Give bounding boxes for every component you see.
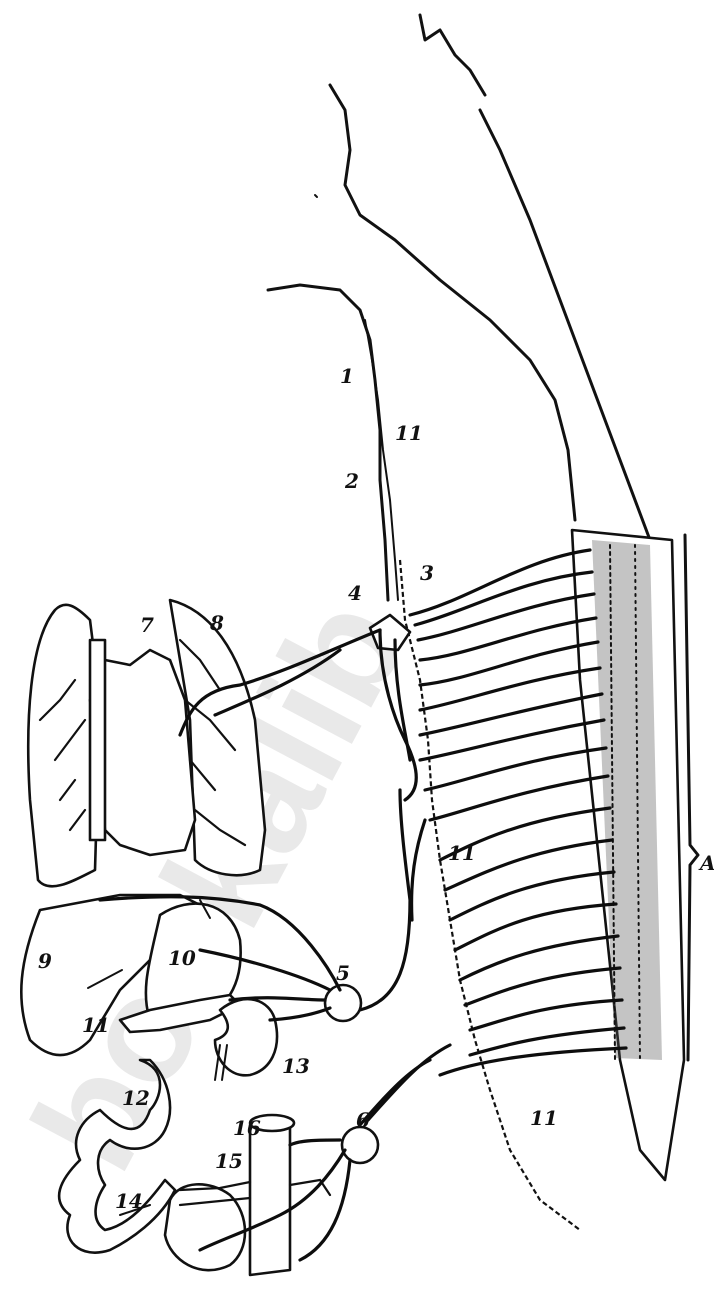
label-7: 7 [140, 613, 154, 637]
segment-brace [685, 535, 698, 1060]
cranial-nerve-fibres [268, 285, 398, 600]
label-4: 4 [348, 581, 362, 605]
label-12: 12 [122, 1086, 150, 1110]
label-16: 16 [233, 1116, 261, 1140]
pelvic-nerve-2 [300, 1160, 350, 1260]
body-outline [315, 15, 672, 600]
label-11-lower: 11 [530, 1106, 558, 1130]
rectum [250, 1120, 290, 1275]
label-11-middle: 11 [448, 841, 476, 865]
label-8: 8 [209, 611, 224, 635]
label-2: 2 [344, 469, 359, 493]
ganglion-6 [342, 1127, 378, 1163]
label-9: 9 [38, 949, 52, 973]
label-11-pancreas: 11 [82, 1013, 110, 1037]
lungs-heart [28, 600, 265, 886]
label-3: 3 [420, 561, 434, 585]
label-14: 14 [115, 1189, 143, 1213]
bladder [165, 1184, 245, 1270]
label-15: 15 [215, 1149, 243, 1173]
label-A: A [698, 851, 714, 875]
label-11-upper: 11 [395, 421, 423, 445]
label-5: 5 [336, 961, 350, 985]
trachea [90, 640, 105, 840]
label-10: 10 [168, 946, 196, 970]
spinal-cord [572, 530, 684, 1180]
label-13: 13 [282, 1054, 310, 1078]
label-6: 6 [356, 1108, 370, 1132]
label-1: 1 [340, 364, 354, 388]
